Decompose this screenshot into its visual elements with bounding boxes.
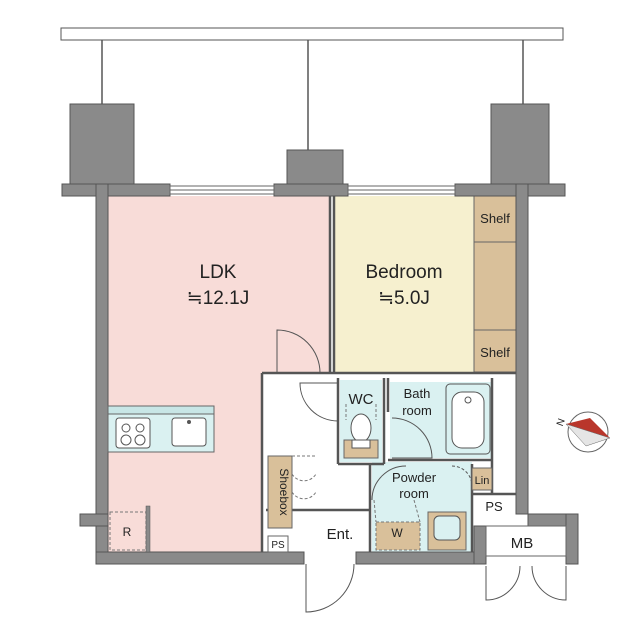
stove-icon: [115, 417, 151, 449]
bath-label-2: room: [402, 403, 432, 418]
door-closet: [451, 465, 473, 487]
balcony-railing: [60, 27, 564, 41]
partitions: [260, 196, 516, 552]
door-ldk: [276, 329, 321, 374]
toilets: [343, 404, 379, 459]
washer-label: W: [391, 526, 403, 540]
bath-label: Bath: [404, 386, 431, 401]
linen-label: Lin: [475, 475, 490, 487]
doors: [276, 329, 567, 613]
toilet-icon: [350, 413, 372, 443]
shelf-bottom-label: Shelf: [480, 345, 510, 360]
entrance-label: Ent.: [327, 526, 354, 543]
bedroom-label: Bedroom: [365, 262, 442, 283]
shoebox-label: Shoebox: [277, 468, 291, 515]
wc-label: WC: [349, 391, 374, 408]
bedroom-floor: [334, 196, 474, 372]
door-bath: [391, 417, 433, 459]
wall: [79, 513, 109, 527]
refrigerator-space: [109, 505, 151, 553]
linen-cabinet: [471, 467, 493, 491]
wall: [473, 525, 487, 565]
entrance-fixtures: [267, 455, 567, 557]
sink-icon: [171, 417, 207, 447]
bathtub: [445, 383, 491, 455]
compass-needle-icon: [566, 418, 610, 438]
mb-door-left: [485, 565, 521, 601]
powder-label-2: room: [399, 486, 429, 501]
wall: [95, 183, 109, 565]
powder-fixtures: [373, 499, 467, 551]
wall: [95, 551, 305, 565]
kitchen: [107, 405, 215, 453]
powder-label: Powder: [392, 470, 437, 485]
ps-entrance-box: [267, 535, 289, 553]
windows: [169, 185, 456, 195]
door-wc: [299, 382, 339, 422]
door-powder: [371, 465, 407, 501]
refrigerator-label: R: [123, 525, 132, 539]
labels: LDK ≒12.1J Bedroom ≒5.0J WC Bath room Po…: [123, 211, 568, 552]
compass: [565, 411, 611, 453]
shoebox: [267, 455, 293, 529]
balcony: [60, 27, 564, 152]
shelf-top-label: Shelf: [480, 211, 510, 226]
column: [490, 103, 550, 193]
kitchen-backsplash: [107, 405, 215, 415]
compass-north-label: N: [555, 417, 568, 428]
ldk-label: LDK: [200, 262, 237, 283]
floor-fills: [108, 195, 517, 552]
storage-closet: [473, 241, 517, 331]
wall: [273, 183, 349, 197]
walls: [61, 103, 579, 565]
wall: [565, 513, 579, 565]
ldk-area: ≒12.1J: [187, 288, 249, 309]
washer-space: [375, 521, 421, 551]
ps-entrance-label: PS: [271, 540, 285, 551]
bedroom-area: ≒5.0J: [378, 288, 430, 309]
ldk-floor: [108, 196, 330, 552]
wall: [515, 183, 529, 515]
wall: [355, 551, 481, 565]
mb-box: [485, 525, 567, 557]
wall: [454, 183, 566, 197]
wall: [61, 183, 171, 197]
ps-corridor-box: [480, 496, 512, 516]
entrance-door: [305, 563, 355, 613]
mb-door-right: [531, 565, 567, 601]
column: [69, 103, 135, 193]
mb-label: MB: [511, 535, 534, 552]
ps-corridor-label: PS: [485, 499, 503, 514]
washbasin-icon: [433, 515, 461, 541]
